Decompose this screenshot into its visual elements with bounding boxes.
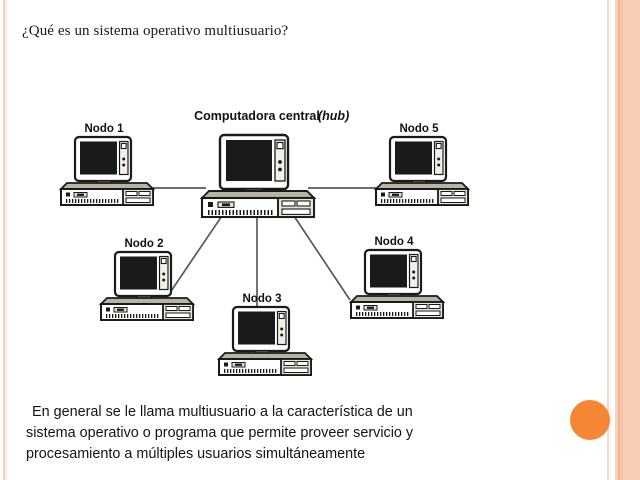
- right-decorative-band-1: [607, 0, 609, 480]
- node-label-nodo3: Nodo 3: [243, 293, 282, 305]
- hub-node: [200, 133, 316, 219]
- left-decorative-band-outer: [3, 0, 5, 480]
- node-label-nodo1: Nodo 1: [85, 123, 125, 135]
- network-diagram: Computadora central (hub) Nodo 1 Nodo 5 …: [0, 95, 600, 380]
- right-decorative-band-2: [610, 0, 611, 480]
- node-nodo5: [374, 135, 470, 207]
- node-nodo2: [99, 250, 195, 322]
- body-line-3: procesamiento a múltiples usuarios simul…: [26, 446, 366, 462]
- body-line-1: En general se le llama multiusuario a la…: [32, 404, 413, 420]
- hub-label-hub: (hub): [318, 109, 349, 123]
- decorative-orange-circle: [570, 400, 610, 440]
- left-decorative-band-inner: [6, 0, 7, 480]
- page-title: ¿Qué es un sistema operativo multiusuari…: [22, 23, 289, 39]
- right-decorative-band-6: [623, 0, 640, 480]
- right-decorative-band-5: [620, 0, 623, 480]
- node-nodo3: [217, 305, 313, 377]
- node-label-nodo5: Nodo 5: [400, 123, 440, 135]
- body-paragraph: En general se le llama multiusuario a la…: [26, 402, 496, 465]
- node-nodo4: [349, 248, 445, 320]
- hub-label: Computadora central: [194, 109, 320, 123]
- right-decorative-band-4: [618, 0, 620, 480]
- node-nodo1: [59, 135, 155, 207]
- body-line-2: sistema operativo o programa que permite…: [26, 425, 414, 441]
- node-label-nodo2: Nodo 2: [125, 238, 164, 250]
- node-label-nodo4: Nodo 4: [375, 236, 415, 248]
- right-decorative-band-3: [615, 0, 618, 480]
